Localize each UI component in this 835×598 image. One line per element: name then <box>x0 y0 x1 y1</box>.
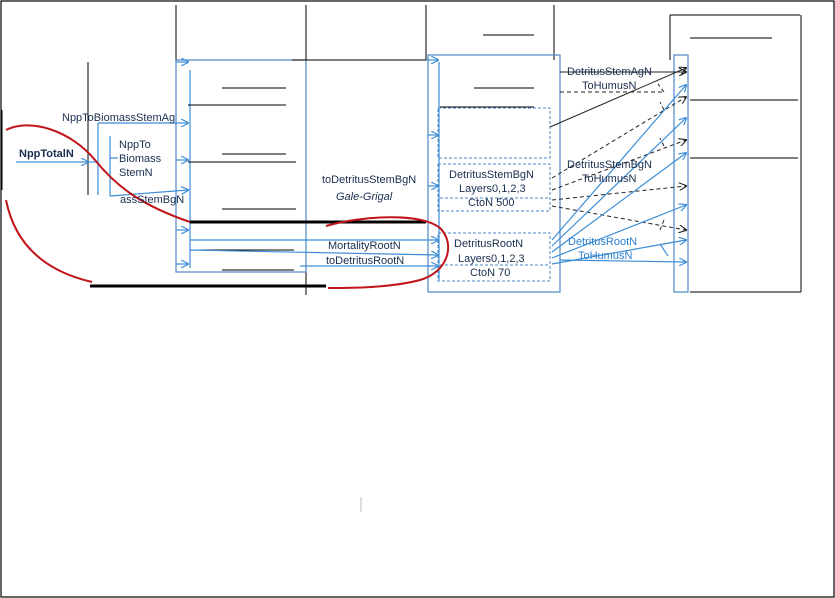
cton-stem-label: CtoN 500 <box>468 197 514 209</box>
flow-stem-bg-line1: DetritusStemBgN <box>567 159 652 171</box>
flow-stem-bg-line2: ToHumusN <box>582 173 636 185</box>
npp-to-biomass-stem-n-line1: NppTo <box>119 139 151 151</box>
detritus-column <box>427 54 561 293</box>
cton-root-label: CtoN 70 <box>470 267 510 279</box>
detritus-root-label: DetritusRootN <box>454 238 523 250</box>
gale-grigal-label: Gale-Grigal <box>336 191 393 203</box>
detritus-stem-bg-label: DetritusStemBgN <box>449 169 534 181</box>
layers-root-label: Layers0,1,2,3 <box>458 253 525 265</box>
red-loop <box>325 216 450 289</box>
labels: NppTotalN NppToBiomassStemAg NppTo Bioma… <box>19 66 652 279</box>
to-detritus-root-label: toDetritusRootN <box>326 255 404 267</box>
npp-to-biomass-stem-n-line2: Biomass <box>119 153 162 165</box>
flow-arrows-right <box>549 68 686 264</box>
biomass-stem-column <box>175 59 307 273</box>
flow-arrows-left <box>16 62 188 264</box>
flow-root-line2: ToHumusN <box>578 250 632 262</box>
red-curve-bottom <box>5 199 93 283</box>
detritus-stem-bg-box <box>437 163 551 212</box>
flow-arrows-middle <box>90 60 438 288</box>
npp-to-biomass-stem-ag-label: NppToBiomassStemAg <box>62 112 175 124</box>
to-detritus-stem-bg-label: toDetritusStemBgN <box>322 174 416 186</box>
flow-root-line1: DetritusRootN <box>568 236 637 248</box>
detritus-stem-ag-box <box>437 107 551 159</box>
red-curve-top <box>5 124 191 223</box>
flow-stem-ag-line2: ToHumusN <box>582 80 636 92</box>
flow-stem-ag-line1: DetritusStemAgN <box>567 66 652 78</box>
layers-stem-label: Layers0,1,2,3 <box>459 183 526 195</box>
npp-total-label: NppTotalN <box>19 148 74 160</box>
ass-stem-bg-label: assStemBgN <box>120 194 184 206</box>
mortality-root-label: MortalityRootN <box>328 240 401 252</box>
humus-column <box>673 54 801 293</box>
npp-to-biomass-stem-n-line3: StemN <box>119 167 153 179</box>
